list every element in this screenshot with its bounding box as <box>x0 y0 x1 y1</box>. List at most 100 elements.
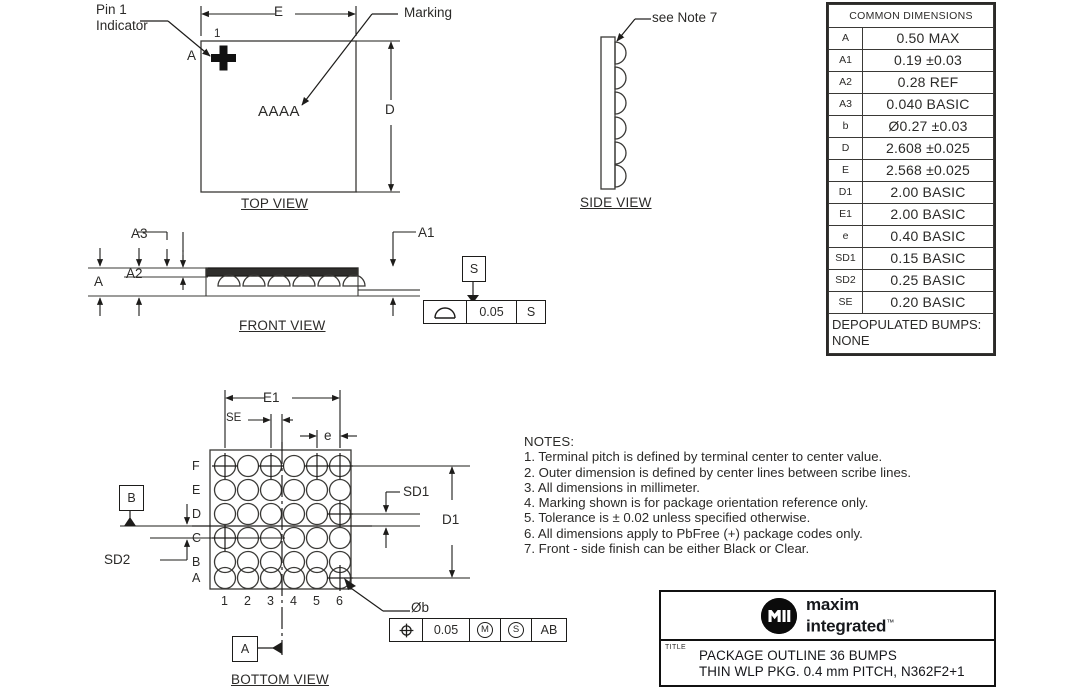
coplanarity-symbol-icon <box>424 301 467 323</box>
bump-col-label-4: 4 <box>290 594 297 608</box>
maxim-logo-icon <box>761 597 797 634</box>
dimension-value: 0.19 ±0.03 <box>862 49 994 72</box>
dim-E <box>200 6 357 36</box>
note-item: 6. All dimensions apply to PbFree (+) pa… <box>524 525 863 541</box>
bump-row-label-B: B <box>192 555 201 569</box>
title-row: TITLE PACKAGE OUTLINE 36 BUMPS THIN WLP … <box>661 641 994 685</box>
dim-label-A3-front: A3 <box>131 226 148 241</box>
bump-row-label-C: C <box>192 531 202 545</box>
side-view-note-callout: see Note 7 <box>652 10 718 25</box>
pin1-number-label: 1 <box>214 28 221 40</box>
dim-label-SD1: SD1 <box>403 484 430 499</box>
top-view-corner-letter: A <box>187 48 197 63</box>
dim-label-E: E <box>274 4 284 19</box>
depopulated-bumps-note: DEPOPULATED BUMPS:NONE <box>828 313 994 354</box>
dimension-symbol: E1 <box>828 203 863 226</box>
dim-D <box>356 40 400 193</box>
coplanarity-datum: S <box>526 305 536 319</box>
position-symbol-icon <box>390 619 423 641</box>
position-datum-2: AB <box>540 623 558 637</box>
table-footer-row: DEPOPULATED BUMPS:NONE <box>828 313 994 354</box>
dimension-value: 2.00 BASIC <box>862 181 994 204</box>
dimension-symbol: SD2 <box>828 269 863 292</box>
dim-SE <box>248 414 293 448</box>
depopulated-value: NONE <box>832 333 870 348</box>
dimension-value: 0.040 BASIC <box>862 93 994 116</box>
dimension-symbol: SD1 <box>828 247 863 270</box>
coplanarity-control-frame: 0.05 S <box>423 300 546 324</box>
title-block: maxim integrated™ TITLE PACKAGE OUTLINE … <box>659 590 996 687</box>
trademark-icon: ™ <box>886 617 894 627</box>
marking-leader <box>301 13 398 106</box>
modifier-M-icon: M <box>477 622 493 638</box>
position-modifier: M <box>470 619 501 641</box>
marking-label: Marking <box>404 5 453 20</box>
pin1-leader <box>140 20 211 57</box>
brand-line-1: maxim <box>806 595 859 615</box>
notes-heading: NOTES: <box>524 434 575 449</box>
bottom-view-body <box>209 449 352 590</box>
dim-e <box>300 430 357 448</box>
datum-S-circle-icon: S <box>508 622 524 638</box>
bump-col-label-3: 3 <box>267 594 274 608</box>
brand-wordmark: maxim integrated™ <box>806 596 894 635</box>
dimension-value: 0.15 BASIC <box>862 247 994 270</box>
top-view-caption: TOP VIEW <box>241 196 309 211</box>
dimension-symbol: E <box>828 159 863 182</box>
title-line-2: THIN WLP PKG. 0.4 mm PITCH, N362F2+1 <box>699 664 965 679</box>
brand-logo-row: maxim integrated™ <box>661 592 994 641</box>
note-item: 2. Outer dimension is defined by center … <box>524 464 912 480</box>
bump-row-label-F: F <box>192 459 200 473</box>
note-item: 7. Front - side finish can be either Bla… <box>524 541 810 557</box>
notes-block: NOTES: 1. Terminal pitch is defined by t… <box>524 434 994 556</box>
dimension-value: Ø0.27 ±0.03 <box>862 115 994 138</box>
datum-feature-A-box: A <box>232 636 258 662</box>
brand-line-2-wrap: integrated™ <box>806 614 894 635</box>
pin1-indicator-label-line1: Pin 1 <box>96 2 127 17</box>
note-item: 5. Tolerance is ± 0.02 unless specified … <box>524 510 811 526</box>
top-view-body <box>200 40 357 193</box>
note-item: 1. Terminal pitch is defined by terminal… <box>524 449 883 465</box>
datum-feature-B-box: B <box>119 485 144 511</box>
bump-col-label-5: 5 <box>313 594 320 608</box>
title-field-label: TITLE <box>665 644 687 651</box>
dim-label-SE: SE <box>226 412 242 424</box>
bottom-view-caption: BOTTOM VIEW <box>231 672 329 687</box>
table-header-row: COMMON DIMENSIONS <box>828 4 994 28</box>
dimension-symbol: D1 <box>828 181 863 204</box>
dimension-symbol: A <box>828 27 863 50</box>
side-view-body <box>600 36 616 190</box>
pin1-indicator-label-line2: Indicator <box>96 18 148 33</box>
dim-label-e: e <box>324 428 332 443</box>
front-view-caption: FRONT VIEW <box>239 318 326 333</box>
depopulated-label: DEPOPULATED BUMPS: <box>832 317 982 332</box>
dimension-value: 2.00 BASIC <box>862 203 994 226</box>
bump-row-label-E: E <box>192 483 201 497</box>
dim-label-SD2: SD2 <box>104 552 131 567</box>
note-item: 3. All dimensions in millimeter. <box>524 479 700 495</box>
marking-text: AAAA <box>258 103 301 120</box>
dimension-symbol: A2 <box>828 71 863 94</box>
dim-SD2 <box>120 504 285 561</box>
dim-label-A-front: A <box>94 274 104 289</box>
datum-S-triangle <box>467 295 479 303</box>
datum-feature-S-box: S <box>462 256 486 282</box>
dimension-value: 0.28 REF <box>862 71 994 94</box>
dimension-value: 0.25 BASIC <box>862 269 994 292</box>
bump-dia-leader <box>347 585 410 612</box>
datum-A-triangle <box>272 642 282 654</box>
position-datum-1: S <box>501 619 532 641</box>
position-control-frame: 0.05 M S AB <box>389 618 567 642</box>
